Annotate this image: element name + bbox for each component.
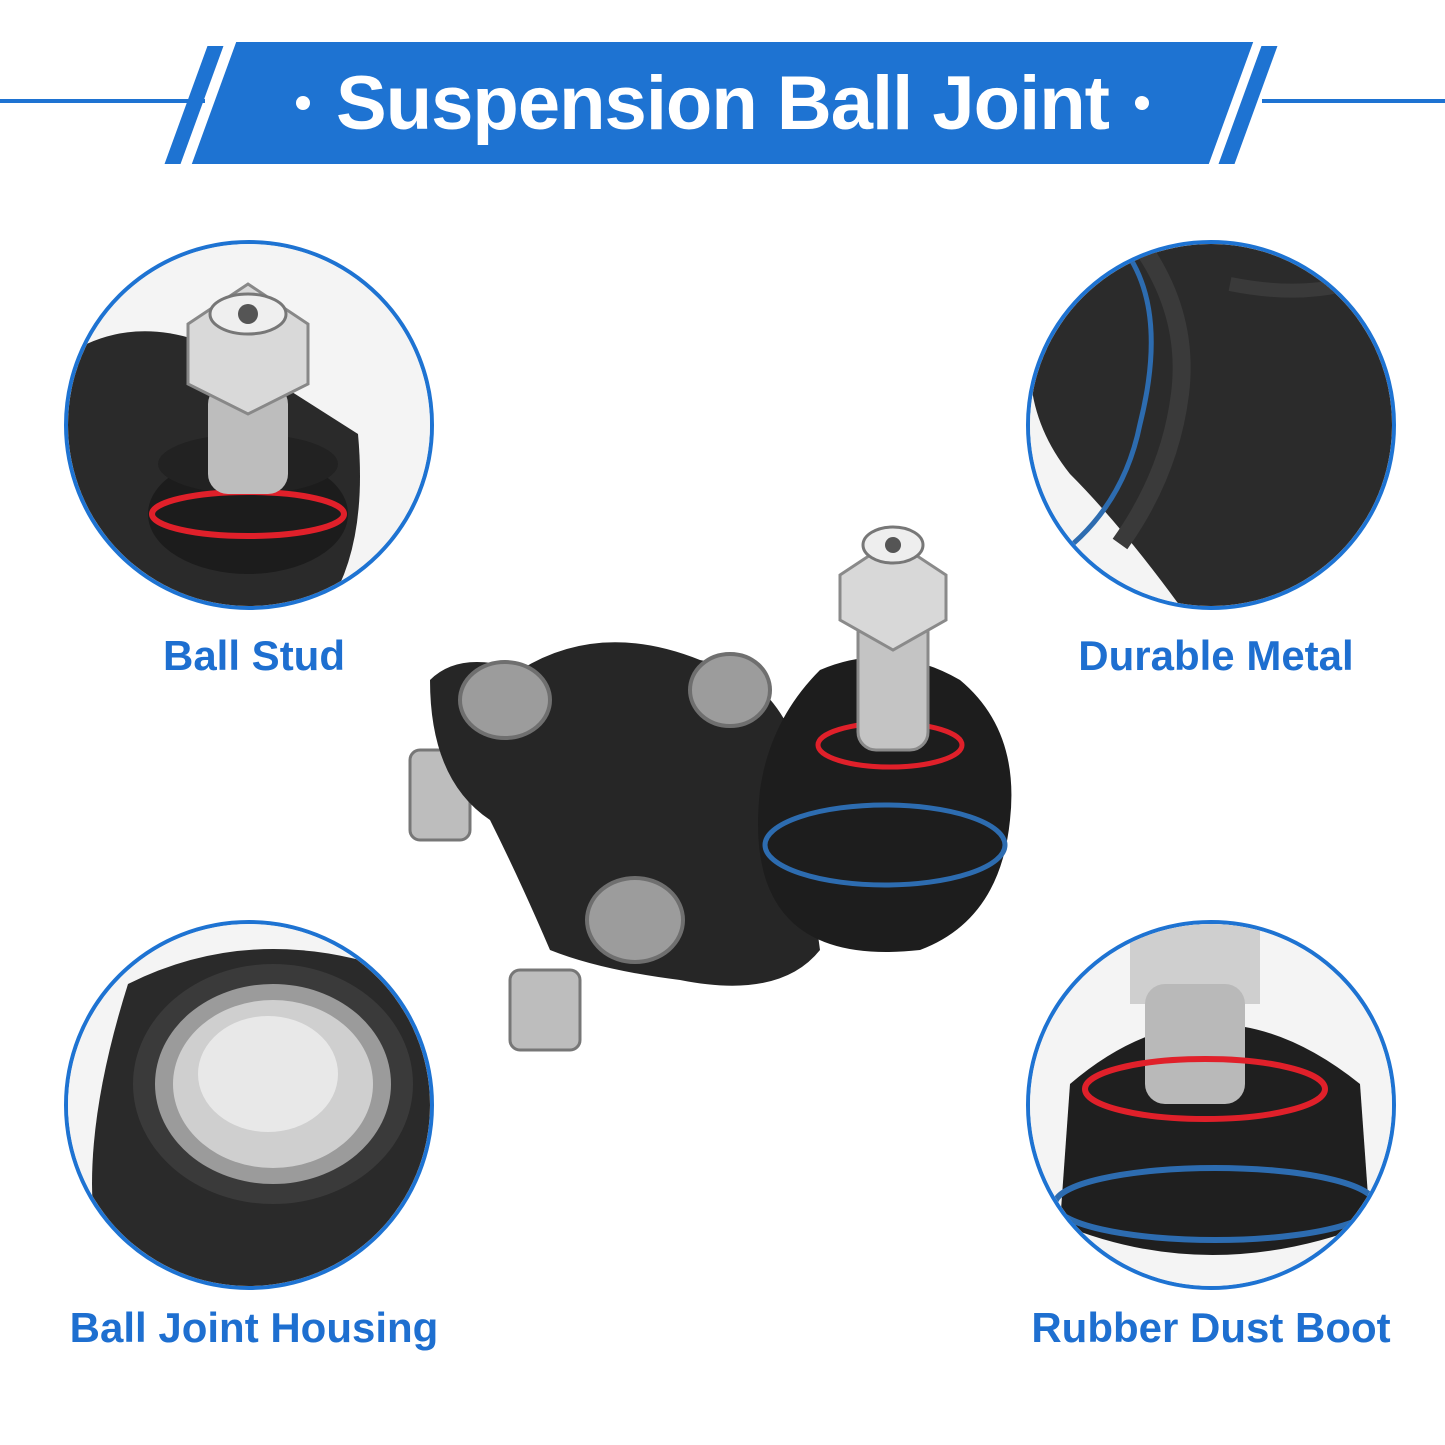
ball-joint-product-image bbox=[400, 500, 1030, 1100]
callout-label-durable-metal: Durable Metal bbox=[1078, 632, 1354, 679]
callout-label-rubber-dust-boot: Rubber Dust Boot bbox=[1031, 1304, 1391, 1351]
ball-stud-closeup bbox=[64, 240, 434, 610]
banner-title-row: Suspension Ball Joint bbox=[214, 42, 1231, 164]
ball-joint-housing-closeup bbox=[64, 920, 434, 1290]
durable-metal-closeup bbox=[1026, 240, 1396, 610]
banner-right-line bbox=[1262, 99, 1445, 103]
rubber-dust-boot-closeup bbox=[1026, 920, 1396, 1290]
bullet-dot-icon bbox=[296, 96, 311, 110]
callout-label-ball-joint-housing: Ball Joint Housing bbox=[69, 1304, 439, 1351]
banner-left-line bbox=[0, 99, 205, 103]
callout-label-ball-stud: Ball Stud bbox=[162, 632, 345, 679]
page-title: Suspension Ball Joint bbox=[336, 60, 1110, 146]
bullet-dot-icon bbox=[1134, 96, 1149, 110]
